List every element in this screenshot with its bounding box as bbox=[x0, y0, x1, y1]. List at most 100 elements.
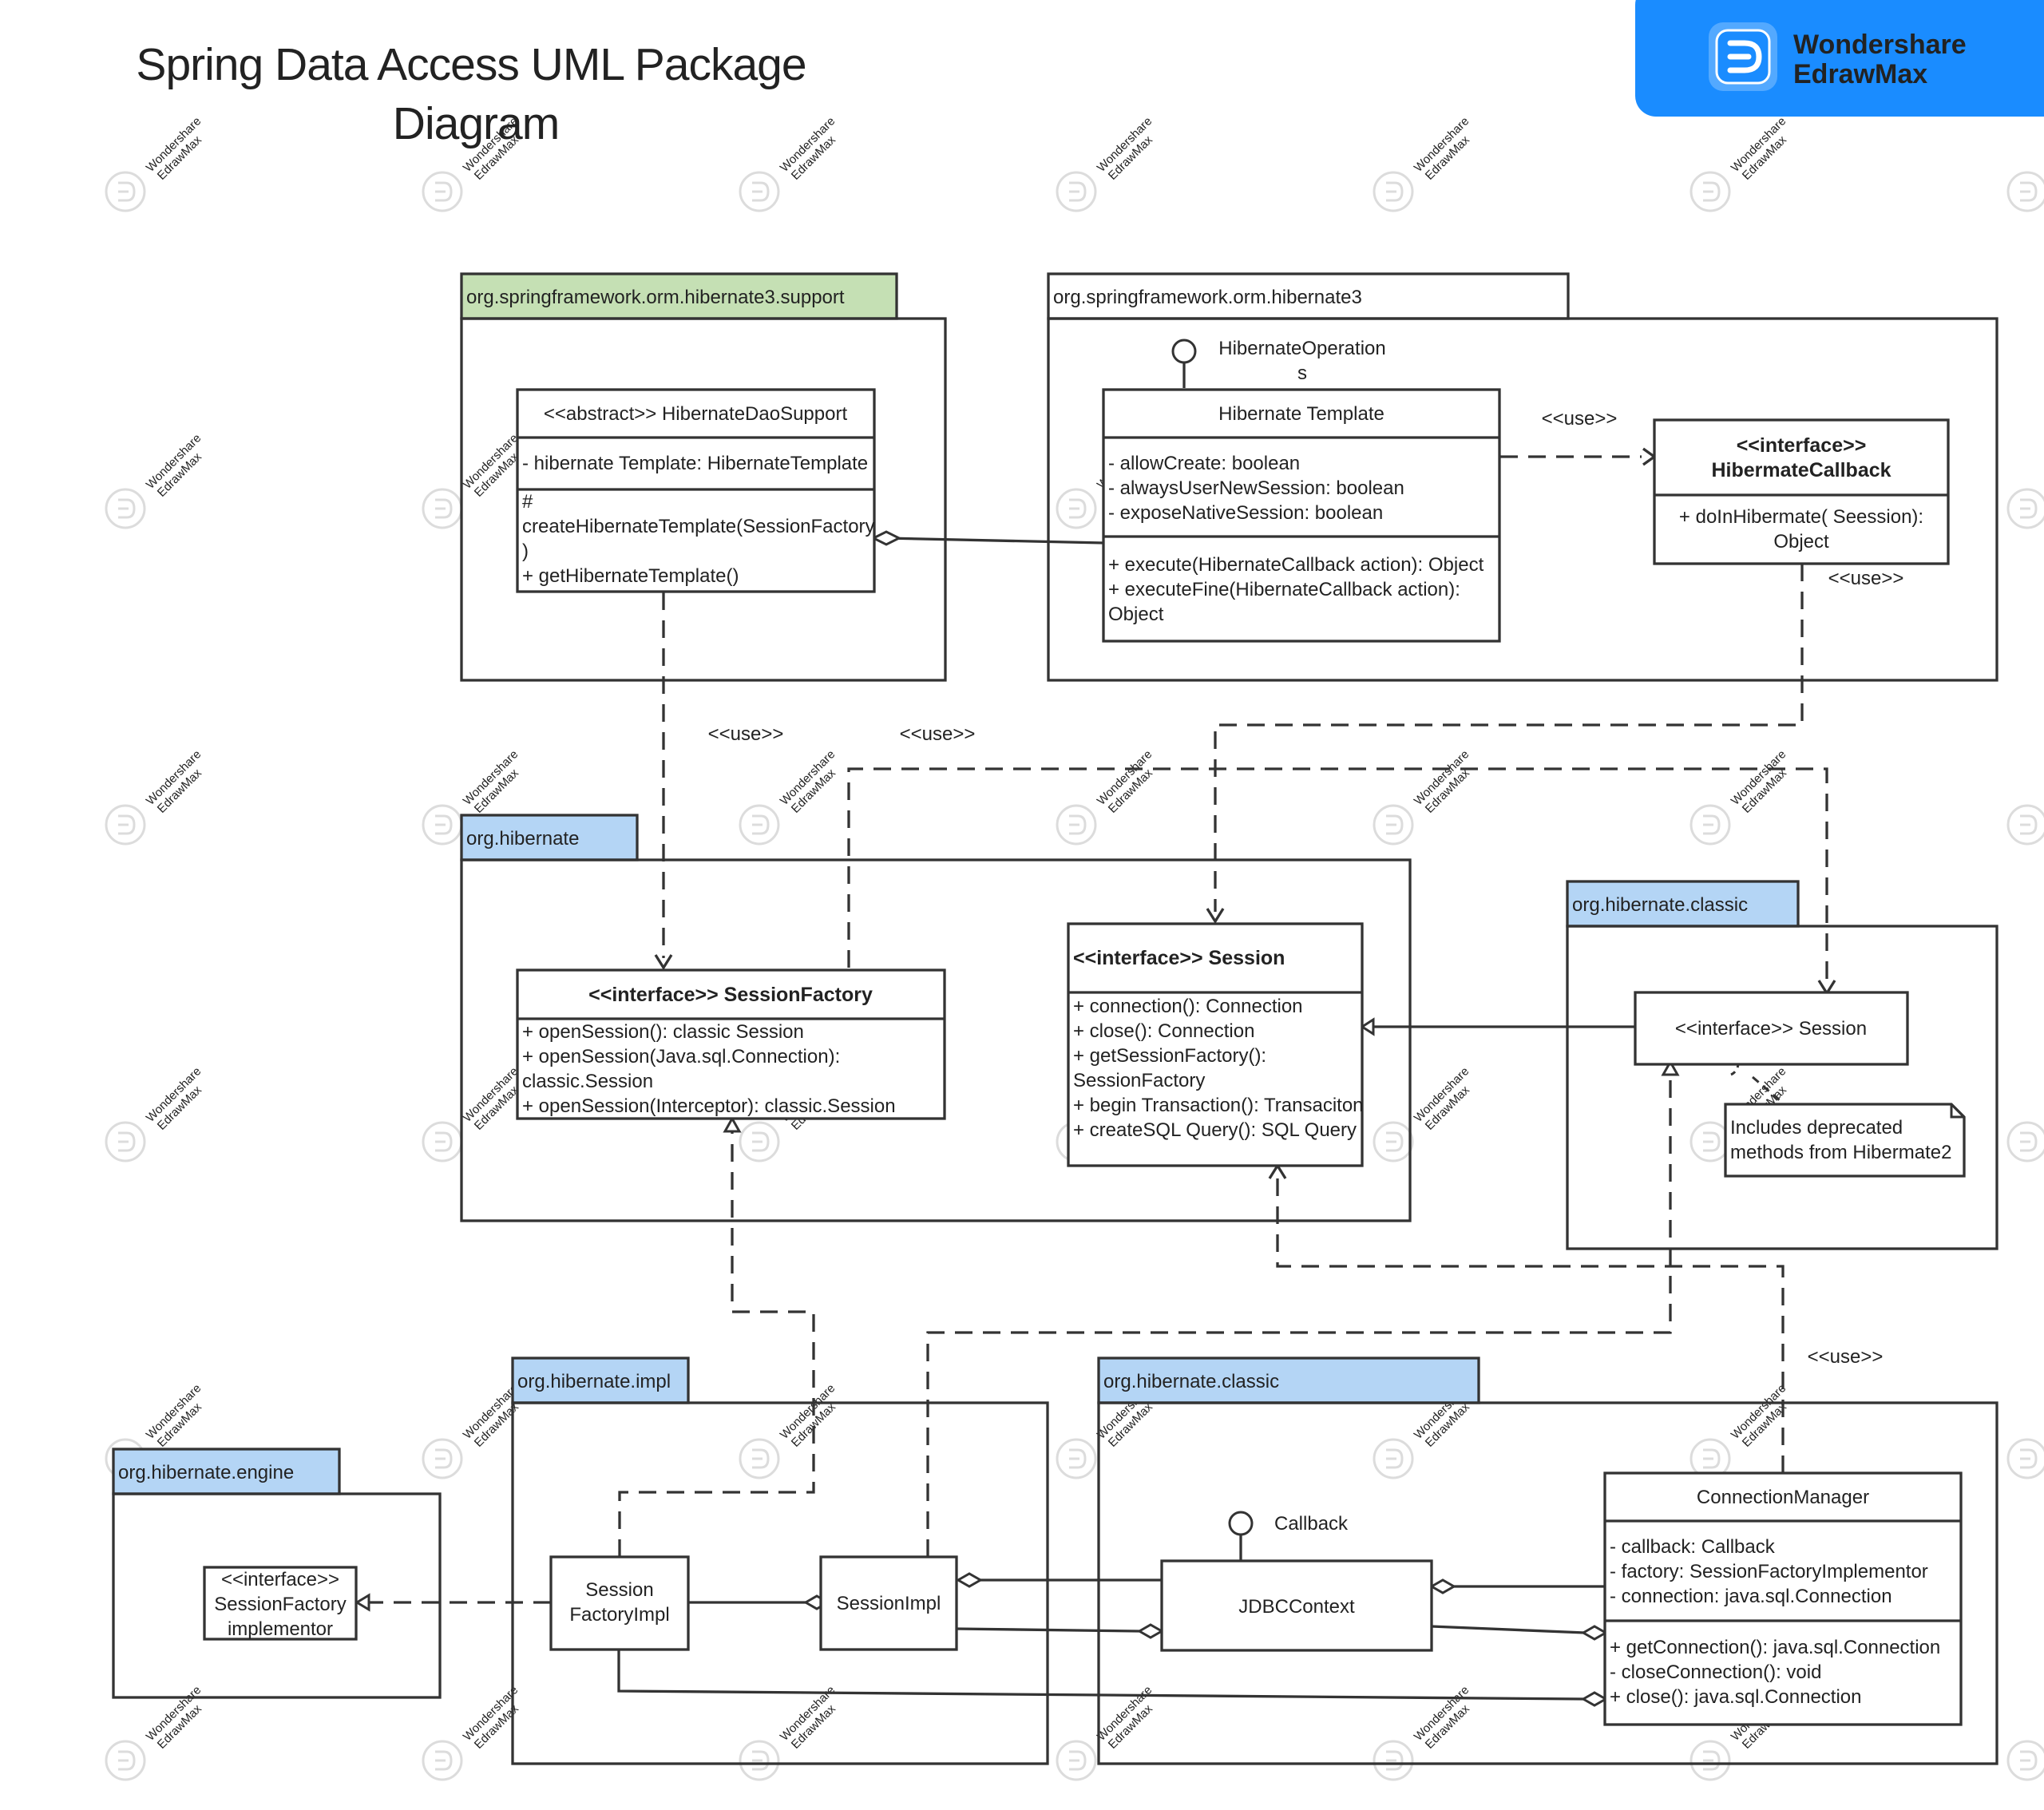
realization-triangle bbox=[1661, 1059, 1680, 1076]
arrowhead bbox=[1268, 1162, 1287, 1179]
association-dao-template bbox=[885, 537, 1104, 545]
class-text: FactoryImpl bbox=[569, 1604, 669, 1626]
brand-badge: Wondershare EdrawMax bbox=[1635, 0, 2044, 117]
class-session-factory-impl[interactable]: Session FactoryImpl bbox=[549, 1555, 690, 1651]
diagram-title-line-1: Spring Data Access UML Package bbox=[136, 39, 806, 90]
interface-hibernate-callback[interactable]: <<interface>> HibermateCallback + doInHi… bbox=[1653, 418, 1950, 565]
class-method: # bbox=[522, 491, 533, 513]
package-label: org.springframework.orm.hibernate3 bbox=[1053, 287, 1362, 308]
realization-sessionimpl-classic-session bbox=[926, 1070, 1672, 1557]
note-text: Includes deprecated bbox=[1730, 1117, 1903, 1139]
arrowhead bbox=[654, 954, 673, 971]
class-attribute: - hibernate Template: HibernateTemplate bbox=[522, 453, 868, 474]
note-deprecated-methods[interactable]: Includes deprecated methods from Hiberma… bbox=[1724, 1103, 1966, 1178]
aggregation-diamond bbox=[1136, 1623, 1165, 1639]
class-name: <<interface>> Session bbox=[1073, 947, 1285, 969]
class-text: implementor bbox=[228, 1618, 333, 1640]
interface-callback-label: Callback bbox=[1274, 1513, 1349, 1535]
package-label: org.hibernate bbox=[466, 828, 579, 850]
package-hibernate-classic-bottom[interactable]: org.hibernate.classic bbox=[1097, 1357, 1998, 1765]
class-name: <<interface>> SessionFactory bbox=[588, 984, 873, 1006]
aggregation-diamond bbox=[1428, 1578, 1457, 1594]
class-text: SessionFactory bbox=[214, 1594, 346, 1615]
package-hibernate-engine[interactable]: org.hibernate.engine bbox=[112, 1448, 442, 1699]
class-method: - closeConnection(): void bbox=[1610, 1661, 1821, 1683]
class-text: Session bbox=[585, 1579, 653, 1601]
class-attribute: - allowCreate: boolean bbox=[1108, 453, 1300, 474]
package-label: org.springframework.orm.hibernate3.suppo… bbox=[466, 287, 845, 308]
class-method: createHibernateTemplate(SessionFactory bbox=[522, 516, 875, 537]
package-hibernate-classic-top[interactable]: org.hibernate.classic bbox=[1566, 880, 1998, 1250]
diagram-title-line-2: Diagram bbox=[393, 98, 559, 149]
note-link bbox=[1752, 1075, 1781, 1103]
class-method: classic.Session bbox=[522, 1071, 653, 1092]
class-method: + execute(HibernateCallback action): Obj… bbox=[1108, 554, 1484, 576]
class-attribute: - factory: SessionFactoryImplementor bbox=[1610, 1561, 1928, 1582]
class-hibernate-template[interactable]: Hibernate Template - allowCreate: boolea… bbox=[1102, 388, 1501, 643]
interface-classic-session[interactable]: <<interface>> Session bbox=[1634, 991, 1909, 1066]
class-method: + openSession(): classic Session bbox=[522, 1021, 804, 1043]
class-method: + connection(): Connection bbox=[1073, 996, 1303, 1017]
class-session-impl[interactable]: SessionImpl bbox=[819, 1555, 958, 1651]
class-attribute: - alwaysUserNewSession: boolean bbox=[1108, 477, 1404, 499]
class-method: + openSession(Java.sql.Connection): bbox=[522, 1046, 840, 1067]
package-hibernate-impl[interactable]: org.hibernate.impl bbox=[511, 1357, 1049, 1765]
class-name: <<abstract>> HibernateDaoSupport bbox=[544, 403, 848, 425]
class-method: + getHibernateTemplate() bbox=[522, 565, 739, 587]
use-label: <<use>> bbox=[708, 723, 784, 745]
package-label: org.hibernate.classic bbox=[1103, 1371, 1279, 1392]
class-connection-manager[interactable]: ConnectionManager - callback: Callback -… bbox=[1603, 1471, 1963, 1726]
class-name: SessionImpl bbox=[837, 1593, 941, 1614]
dependency-connectionmanager-session bbox=[1276, 1175, 1785, 1473]
class-attribute: - connection: java.sql.Connection bbox=[1610, 1586, 1892, 1607]
class-hibernate-dao-support[interactable]: <<abstract>> HibernateDaoSupport - hiber… bbox=[516, 388, 876, 593]
class-method: + doInHibermate( Seession): bbox=[1679, 506, 1923, 528]
use-label: <<use>> bbox=[1828, 568, 1904, 589]
arrowhead bbox=[1642, 447, 1657, 466]
realization-triangle bbox=[355, 1593, 370, 1612]
package-hibernate3[interactable]: org.springframework.orm.hibernate3 bbox=[1047, 272, 1998, 682]
class-name: <<interface>> Session bbox=[1675, 1018, 1867, 1040]
package-label: org.hibernate.classic bbox=[1572, 894, 1748, 916]
interface-hibernate-operations-label: s bbox=[1297, 362, 1307, 384]
interface-hibernate-operations-label: HibernateOperation bbox=[1218, 338, 1385, 359]
aggregation-diamond bbox=[955, 1572, 984, 1588]
aggregation-diamond bbox=[1580, 1625, 1609, 1641]
generalization-triangle bbox=[1360, 1017, 1375, 1036]
use-label: <<use>> bbox=[1542, 408, 1618, 430]
brand-name-2: EdrawMax bbox=[1793, 59, 1927, 89]
class-method: + openSession(Interceptor): classic.Sess… bbox=[522, 1095, 896, 1117]
class-jdbc-context[interactable]: JDBCContext bbox=[1160, 1559, 1433, 1652]
class-attribute: - exposeNativeSession: boolean bbox=[1108, 502, 1383, 524]
package-hibernate[interactable]: org.hibernate bbox=[460, 814, 1412, 1222]
package-hibernate3-support[interactable]: org.springframework.orm.hibernate3.suppo… bbox=[460, 272, 947, 682]
class-stereotype: <<interface>> bbox=[1737, 434, 1867, 457]
class-text: <<interface>> bbox=[221, 1569, 339, 1590]
dependency-sessionfactory-classic-session bbox=[847, 767, 1828, 984]
aggregation-diamond bbox=[870, 530, 902, 546]
interface-session[interactable]: <<interface>> Session + connection(): Co… bbox=[1067, 922, 1364, 1167]
dependency-callback-session bbox=[1214, 564, 1804, 912]
interface-session-factory-implementor[interactable]: <<interface>> SessionFactory implementor bbox=[203, 1566, 358, 1641]
class-method: + getSessionFactory(): bbox=[1073, 1045, 1266, 1067]
interface-session-factory[interactable]: <<interface>> SessionFactory + openSessi… bbox=[516, 968, 946, 1120]
aggregation-diamond bbox=[1580, 1691, 1609, 1707]
class-method: Object bbox=[1773, 531, 1829, 553]
class-name: ConnectionManager bbox=[1697, 1487, 1869, 1508]
